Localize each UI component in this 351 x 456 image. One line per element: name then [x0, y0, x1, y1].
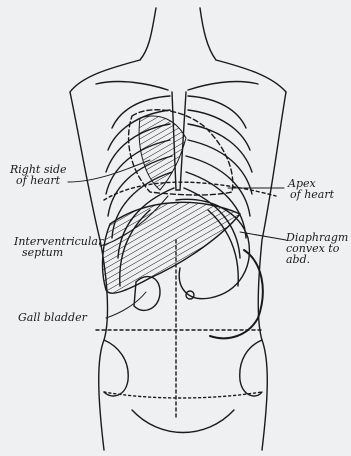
- label-interventricular-septum: Interventricular septum: [14, 236, 103, 258]
- torso-left-side: [70, 92, 107, 450]
- pointer-gall-bladder: [106, 292, 146, 318]
- clavicle-right: [188, 82, 258, 90]
- pubis: [132, 410, 234, 433]
- label-apex-of-heart: Apex of heart: [288, 178, 334, 200]
- torso-right-side: [258, 92, 286, 450]
- neck-left: [140, 8, 156, 60]
- liver: [103, 202, 240, 293]
- shoulder-right: [216, 60, 286, 92]
- colon: [210, 250, 263, 338]
- clavicle-left: [96, 82, 168, 90]
- label-right-side-of-heart: Right side of heart: [10, 164, 67, 186]
- pelvis-right: [240, 340, 262, 396]
- neck-right: [200, 8, 216, 60]
- label-gall-bladder: Gall bladder: [18, 312, 87, 323]
- heart-hatched: [139, 116, 186, 190]
- label-diaphragm: Diaphragm convex to abd.: [286, 232, 348, 265]
- shoulder-left: [70, 60, 140, 92]
- pelvis-left: [104, 340, 128, 396]
